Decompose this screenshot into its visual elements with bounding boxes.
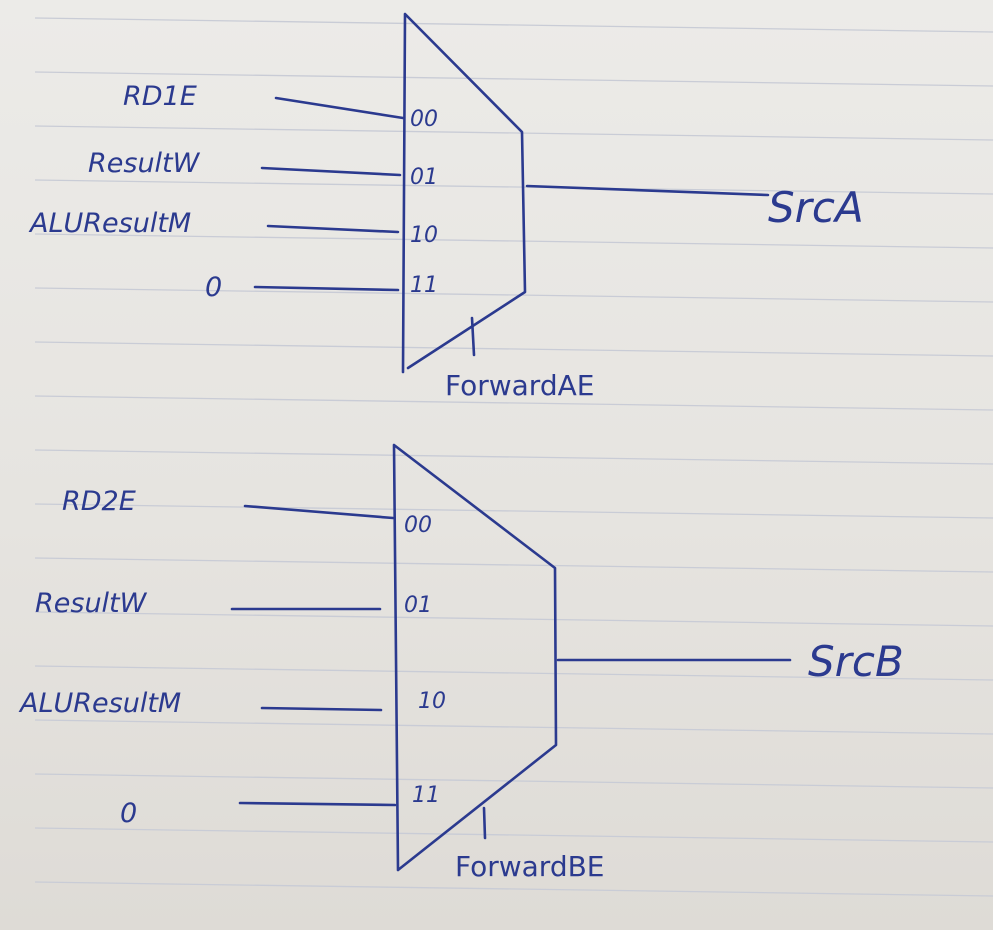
mux-b-select-2-label: 10 <box>418 689 446 714</box>
mux-a-wire-in-1 <box>260 166 402 177</box>
mux-a-body <box>401 12 527 374</box>
mux-b: RD2E ResultW ALUResultM 0 00 01 10 11 Sr… <box>18 443 904 883</box>
mux-a-input-2-label: ALUResultM <box>28 208 191 239</box>
mux-a-select-3-label: 11 <box>410 273 438 298</box>
mux-a-input-3-label: 0 <box>205 272 222 303</box>
mux-b-input-1-label: ResultW <box>35 588 148 619</box>
mux-b-select-0-label: 00 <box>404 513 432 538</box>
mux-b-wire-in-3 <box>238 801 397 807</box>
mux-b-select-1-label: 01 <box>404 593 432 618</box>
mux-a-input-1-label: ResultW <box>88 148 201 179</box>
mux-a-select-1-label: 01 <box>410 165 438 190</box>
mux-a-wire-out <box>525 184 770 197</box>
mux-a-select-2-label: 10 <box>410 223 438 248</box>
mux-a: RD1E ResultW ALUResultM 0 00 01 10 11 Sr… <box>28 12 864 402</box>
mux-b-wire-in-2 <box>260 706 383 712</box>
mux-a-input-0-label: RD1E <box>123 81 197 112</box>
mux-b-wire-in-0 <box>243 504 395 520</box>
mux-b-control-label: ForwardBE <box>455 850 605 883</box>
mux-b-body <box>392 443 558 872</box>
mux-b-output-label: SrcB <box>808 637 904 686</box>
mux-a-control-label: ForwardAE <box>445 369 594 402</box>
mux-b-wire-control <box>482 806 487 840</box>
mux-a-wire-in-3 <box>253 285 400 292</box>
mux-b-input-0-label: RD2E <box>62 486 136 517</box>
mux-a-wire-in-2 <box>266 224 400 234</box>
mux-a-select-0-label: 00 <box>410 107 438 132</box>
mux-a-wire-control <box>470 316 476 357</box>
mux-a-output-label: SrcA <box>768 183 864 232</box>
ruled-lines <box>34 17 993 897</box>
mux-b-input-2-label: ALUResultM <box>18 688 181 719</box>
mux-a-wire-in-0 <box>274 96 405 120</box>
mux-b-input-3-label: 0 <box>120 798 137 829</box>
mux-b-select-3-label: 11 <box>412 783 440 808</box>
